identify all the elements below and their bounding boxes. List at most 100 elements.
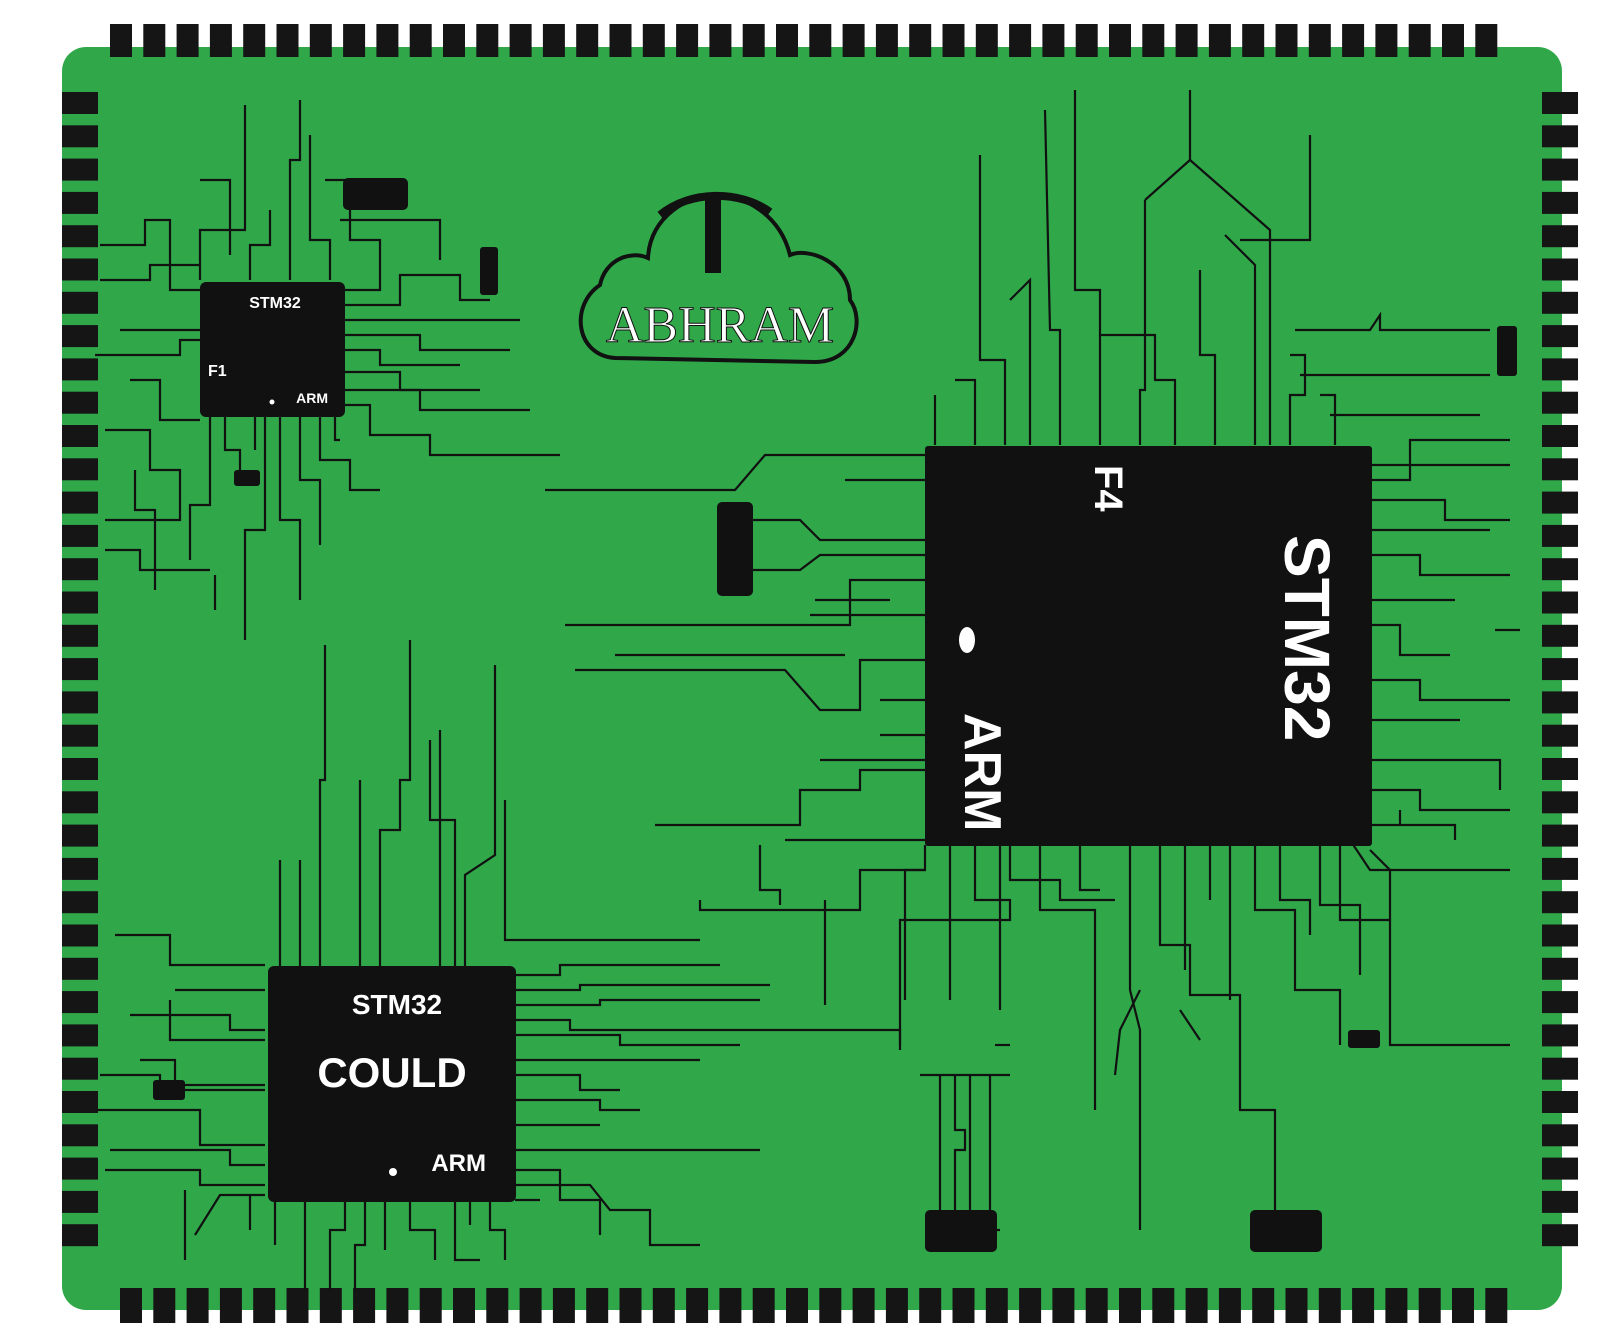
pin-top-12 [476, 24, 499, 57]
pin-top-34 [1208, 24, 1231, 57]
pin-top-8 [343, 24, 366, 57]
pin-right-4 [1542, 191, 1578, 214]
pin-right-19 [1542, 691, 1578, 714]
pin-bottom-28 [1019, 1288, 1042, 1323]
pin-left-16 [62, 591, 98, 614]
pin-bottom-34 [1218, 1288, 1241, 1323]
pin-bottom-6 [286, 1288, 309, 1323]
pin-top-6 [276, 24, 299, 57]
pin-top-14 [542, 24, 565, 57]
pin-left-26 [62, 924, 98, 947]
smd-components [153, 178, 1517, 1252]
pin-left-4 [62, 191, 98, 214]
component-capacitor-1 [717, 502, 753, 596]
pin-bottom-16 [619, 1288, 642, 1323]
pin-left-2 [62, 125, 98, 148]
pin-right-31 [1542, 1091, 1578, 1113]
pin-top-5 [243, 24, 266, 57]
pin-right-10 [1542, 391, 1578, 414]
pin-bottom-20 [752, 1288, 775, 1323]
logo-text: ABHRAM [606, 297, 834, 354]
pin-top-11 [443, 24, 465, 57]
pins-right-edge [1542, 92, 1578, 1247]
pin-right-6 [1542, 258, 1578, 281]
pin-bottom-38 [1352, 1288, 1375, 1323]
pin-right-22 [1542, 791, 1578, 814]
pin-left-1 [62, 92, 98, 114]
pin-bottom-21 [786, 1288, 808, 1323]
pin-bottom-26 [952, 1288, 975, 1323]
pin-bottom-3 [186, 1288, 209, 1323]
pin-right-26 [1542, 924, 1578, 947]
pin-bottom-40 [1418, 1288, 1441, 1323]
pin-bottom-27 [985, 1288, 1008, 1323]
pin-left-20 [62, 724, 98, 747]
pin-top-42 [1475, 24, 1498, 57]
pin-top-33 [1175, 24, 1198, 57]
pin-top-27 [975, 24, 998, 57]
pin-top-3 [176, 24, 199, 57]
pin-bottom-13 [519, 1288, 542, 1323]
pin-top-1 [110, 24, 132, 57]
pin-left-23 [62, 824, 98, 847]
component-resistor-5 [153, 1080, 185, 1100]
chip-f1-brand-label: STM32 [249, 295, 301, 312]
pin-left-15 [62, 558, 98, 581]
chip-stm32-could: STM32 COULD ARM [268, 966, 516, 1202]
pin-top-26 [942, 24, 965, 57]
pin-bottom-37 [1318, 1288, 1341, 1323]
pin-top-25 [909, 24, 932, 57]
pin-bottom-11 [453, 1288, 475, 1323]
pin-top-40 [1408, 24, 1431, 57]
pin-bottom-2 [153, 1288, 176, 1323]
pin-bottom-24 [885, 1288, 908, 1323]
pin-top-16 [609, 24, 632, 57]
chip-could-core-label: ARM [431, 1150, 486, 1177]
pin-left-21 [62, 758, 98, 780]
pin-bottom-36 [1285, 1288, 1308, 1323]
pin-left-22 [62, 791, 98, 814]
pin-top-2 [143, 24, 166, 57]
component-resistor-3 [234, 470, 260, 486]
pin-top-18 [676, 24, 699, 57]
pin-bottom-7 [319, 1288, 342, 1323]
pin-top-23 [842, 24, 865, 57]
pin-left-17 [62, 624, 98, 647]
pin-bottom-8 [353, 1288, 376, 1323]
pin-right-7 [1542, 291, 1578, 314]
pin-right-20 [1542, 724, 1578, 747]
pin-left-34 [62, 1190, 98, 1213]
pin-bottom-23 [852, 1288, 875, 1323]
component-capacitor-2 [925, 1210, 997, 1252]
chip-f4-series-label: F4 [1086, 465, 1130, 512]
pin-bottom-32 [1152, 1288, 1175, 1323]
pin-left-12 [62, 458, 98, 481]
pin-left-5 [62, 225, 98, 248]
pin-bottom-4 [219, 1288, 242, 1323]
pin-right-5 [1542, 225, 1578, 248]
pin-left-10 [62, 391, 98, 414]
pin-top-19 [709, 24, 732, 57]
pin-bottom-31 [1119, 1288, 1141, 1323]
pin-top-15 [576, 24, 599, 57]
pin-top-13 [509, 24, 532, 57]
pin-bottom-25 [919, 1288, 942, 1323]
pin-top-4 [209, 24, 232, 57]
pin-right-32 [1542, 1124, 1578, 1147]
pins-bottom-edge [120, 1288, 1508, 1323]
chip-could-brand-label: STM32 [352, 989, 442, 1020]
component-resistor-4 [1497, 326, 1517, 376]
pin-bottom-18 [686, 1288, 709, 1323]
pin-top-17 [642, 24, 665, 57]
pin-left-35 [62, 1224, 98, 1247]
component-resistor-1 [343, 178, 408, 210]
chip-f4-brand-label: STM32 [1271, 535, 1343, 741]
pin-top-38 [1342, 24, 1365, 57]
pin-left-8 [62, 325, 98, 348]
pin-bottom-30 [1085, 1288, 1108, 1323]
pin-left-7 [62, 291, 98, 314]
pin-right-35 [1542, 1224, 1578, 1247]
pin-bottom-5 [253, 1288, 276, 1323]
chip-f1-series-label: F1 [208, 363, 227, 380]
pin-right-8 [1542, 325, 1578, 348]
